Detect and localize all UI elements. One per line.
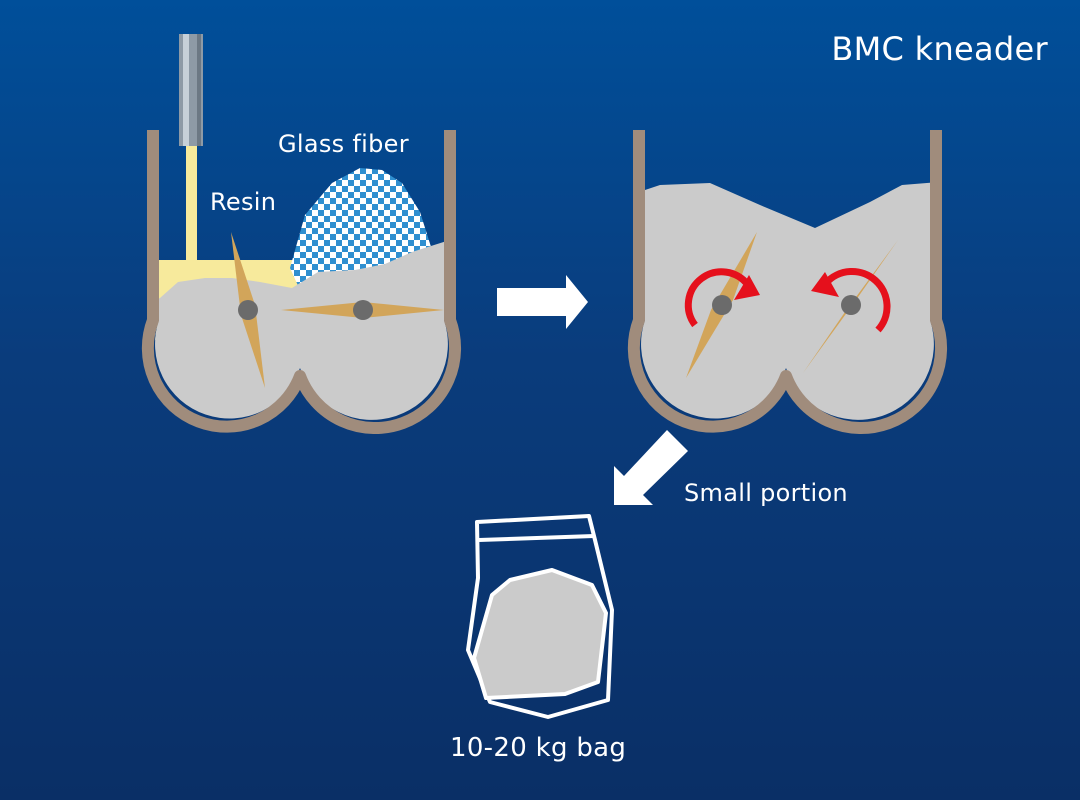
bag-compound (472, 568, 608, 700)
resin-label: Resin (210, 188, 277, 216)
rotate-icon (811, 267, 891, 333)
nozzle-icon (179, 34, 203, 146)
glass-fiber-label: Glass fiber (278, 130, 409, 158)
resin-stream (186, 146, 197, 264)
vessel-wall (141, 130, 462, 435)
small-portion-label: Small portion (684, 479, 848, 507)
compound (641, 182, 934, 420)
bag-seal (478, 534, 595, 542)
arrow-right-icon (497, 275, 588, 329)
shaft (841, 295, 861, 315)
shaft (238, 300, 258, 320)
bag-icon (466, 514, 614, 719)
left-kneader (141, 34, 462, 435)
shaft (712, 295, 732, 315)
vessel-wall (627, 130, 948, 435)
bag-outline (466, 514, 614, 719)
right-kneader (627, 130, 948, 435)
shaft (353, 300, 373, 320)
arrow-down-left-icon (614, 430, 688, 505)
diagram-title: BMC kneader (831, 30, 1048, 68)
rotate-icon (684, 268, 760, 328)
bag-label: 10-20 kg bag (450, 733, 627, 763)
